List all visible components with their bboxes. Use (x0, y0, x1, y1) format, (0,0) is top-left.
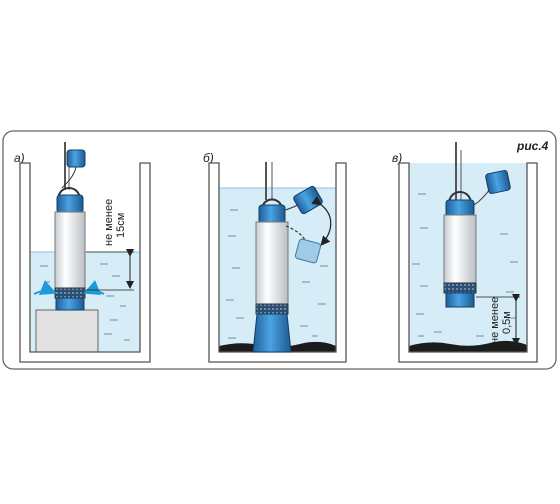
figure-label: рис.4 (516, 139, 549, 153)
stand-block (35, 309, 99, 353)
dimension-text-a-line2: 15см (115, 213, 127, 238)
well-walls-b (208, 162, 347, 363)
pump-head-a (56, 194, 84, 214)
cable-b-lower (285, 225, 307, 243)
water-ripples-b (226, 199, 328, 339)
swing-arrow-b (311, 195, 332, 246)
well-walls-a (19, 162, 151, 363)
dimension-text-c-line1: не менее (489, 297, 501, 344)
pump-base-b (252, 313, 292, 353)
inflow-arrow-right (83, 280, 105, 295)
sediment-c (409, 340, 527, 352)
pump-base-c (445, 292, 475, 308)
float-switch-c (485, 169, 511, 195)
panel-a: а) не менее 15см (14, 142, 151, 363)
inflow-arrow-left (33, 280, 57, 295)
panel-a-label: а) (14, 151, 25, 165)
pump-head-c (445, 199, 475, 217)
dimension-text-c-line2: 0,5м (501, 311, 513, 334)
panel-b: б) (203, 151, 347, 363)
float-switch-a (66, 149, 86, 168)
pump-body-b (255, 221, 289, 305)
pump-body-a (54, 211, 86, 289)
cable-a (61, 166, 77, 189)
pump-head-b (258, 204, 286, 224)
pump-grill-a (54, 287, 86, 299)
pump-body-c (443, 214, 477, 284)
panel-c: в) не менее 0,5м (392, 142, 538, 363)
pump-base-a (55, 297, 85, 311)
dimension-text-a-line1: не менее (103, 199, 115, 246)
panel-c-label: в) (392, 151, 402, 165)
pump-grill-c (443, 282, 477, 294)
pump-grill-b (255, 303, 289, 315)
well-walls-c (398, 162, 538, 363)
panel-b-label: б) (203, 151, 214, 165)
